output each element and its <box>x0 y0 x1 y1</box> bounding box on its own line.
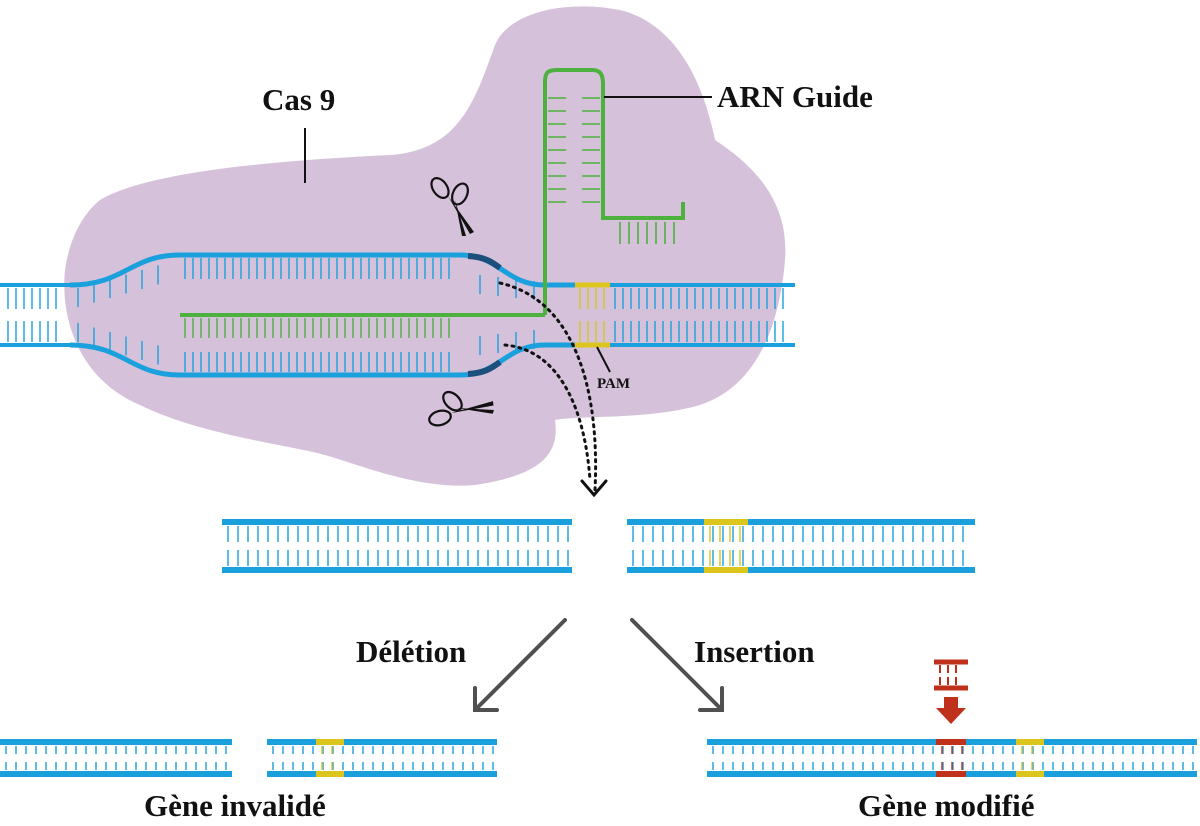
cut-path-bottom <box>503 343 592 482</box>
cas9-label: Cas 9 <box>262 82 335 117</box>
dna-strands <box>0 68 1197 777</box>
gene-modified-label: Gène modifié <box>858 788 1035 823</box>
cut-arrow-head <box>580 479 608 498</box>
cut-path-top <box>498 281 598 492</box>
insert-fragment <box>934 659 968 724</box>
insertion-label: Insertion <box>694 634 815 669</box>
pam-leader-line <box>596 346 611 373</box>
deletion-label: Délétion <box>356 634 466 669</box>
cas9-protein <box>64 6 786 486</box>
pam-label: PAM <box>597 376 630 392</box>
gene-invalidated-label: Gène invalidé <box>144 788 326 823</box>
deletion-arrow <box>473 618 567 712</box>
guide-rna-label: ARN Guide <box>717 79 873 114</box>
insertion-arrow <box>630 618 724 712</box>
